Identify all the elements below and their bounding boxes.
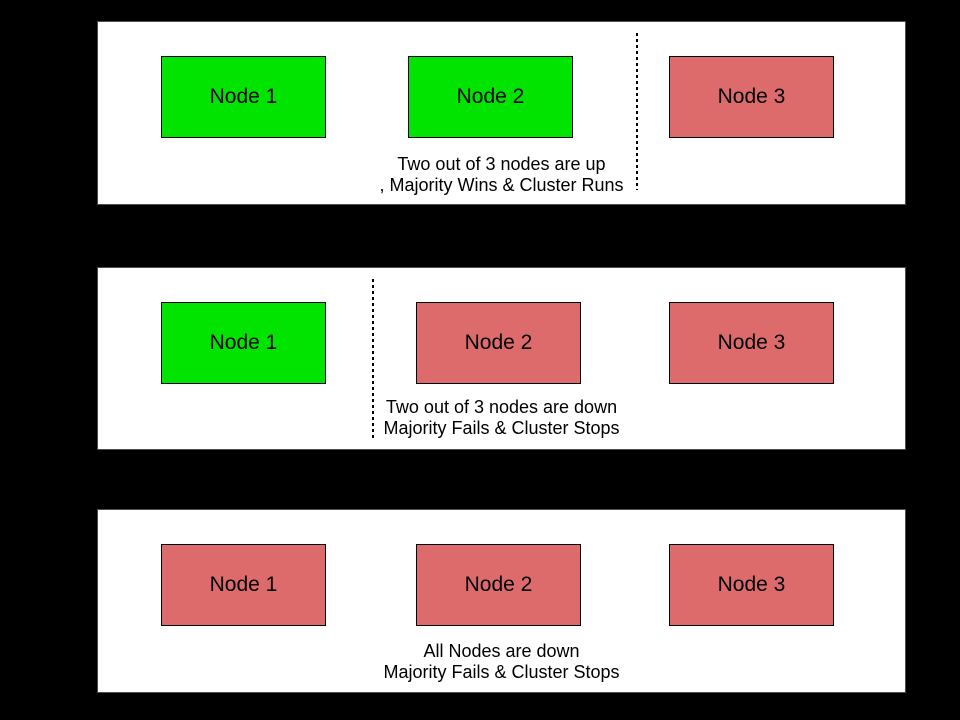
partition-divider-dashed-line [636, 33, 638, 190]
node-3-box: Node 3 [669, 302, 834, 384]
caption-line-1: All Nodes are down [423, 641, 580, 661]
node-3-label: Node 3 [717, 331, 786, 354]
node-1-box: Node 1 [161, 544, 326, 626]
caption-line-1: Two out of 3 nodes are up [397, 154, 606, 174]
partition-divider-dashed-line [372, 279, 374, 439]
node-3-label: Node 3 [717, 573, 786, 596]
node-3-box: Node 3 [669, 56, 834, 138]
node-1-label: Node 1 [209, 331, 278, 354]
panel-all-nodes-down: Node 1 Node 2 Node 3 All Nodes are down … [97, 509, 906, 693]
caption-line-1: Two out of 3 nodes are down [385, 397, 618, 417]
panel-caption: All Nodes are down Majority Fails & Clus… [98, 641, 905, 683]
panel-caption: Two out of 3 nodes are down Majority Fai… [98, 397, 905, 439]
caption-line-2: Majority Fails & Cluster Stops [383, 418, 620, 438]
panel-caption: Two out of 3 nodes are up , Majority Win… [98, 154, 905, 196]
node-2-box: Node 2 [408, 56, 573, 138]
node-2-box: Node 2 [416, 544, 581, 626]
node-3-box: Node 3 [669, 544, 834, 626]
panel-two-nodes-down: Node 1 Node 2 Node 3 Two out of 3 nodes … [97, 267, 906, 450]
node-3-label: Node 3 [717, 85, 786, 108]
node-2-box: Node 2 [416, 302, 581, 384]
caption-line-2: Majority Fails & Cluster Stops [383, 662, 620, 682]
node-1-box: Node 1 [161, 302, 326, 384]
caption-line-2: , Majority Wins & Cluster Runs [379, 175, 624, 195]
node-1-label: Node 1 [209, 85, 278, 108]
node-1-label: Node 1 [209, 573, 278, 596]
node-2-label: Node 2 [456, 85, 525, 108]
node-1-box: Node 1 [161, 56, 326, 138]
node-2-label: Node 2 [464, 573, 533, 596]
node-2-label: Node 2 [464, 331, 533, 354]
panel-two-nodes-up: Node 1 Node 2 Node 3 Two out of 3 nodes … [97, 21, 906, 205]
